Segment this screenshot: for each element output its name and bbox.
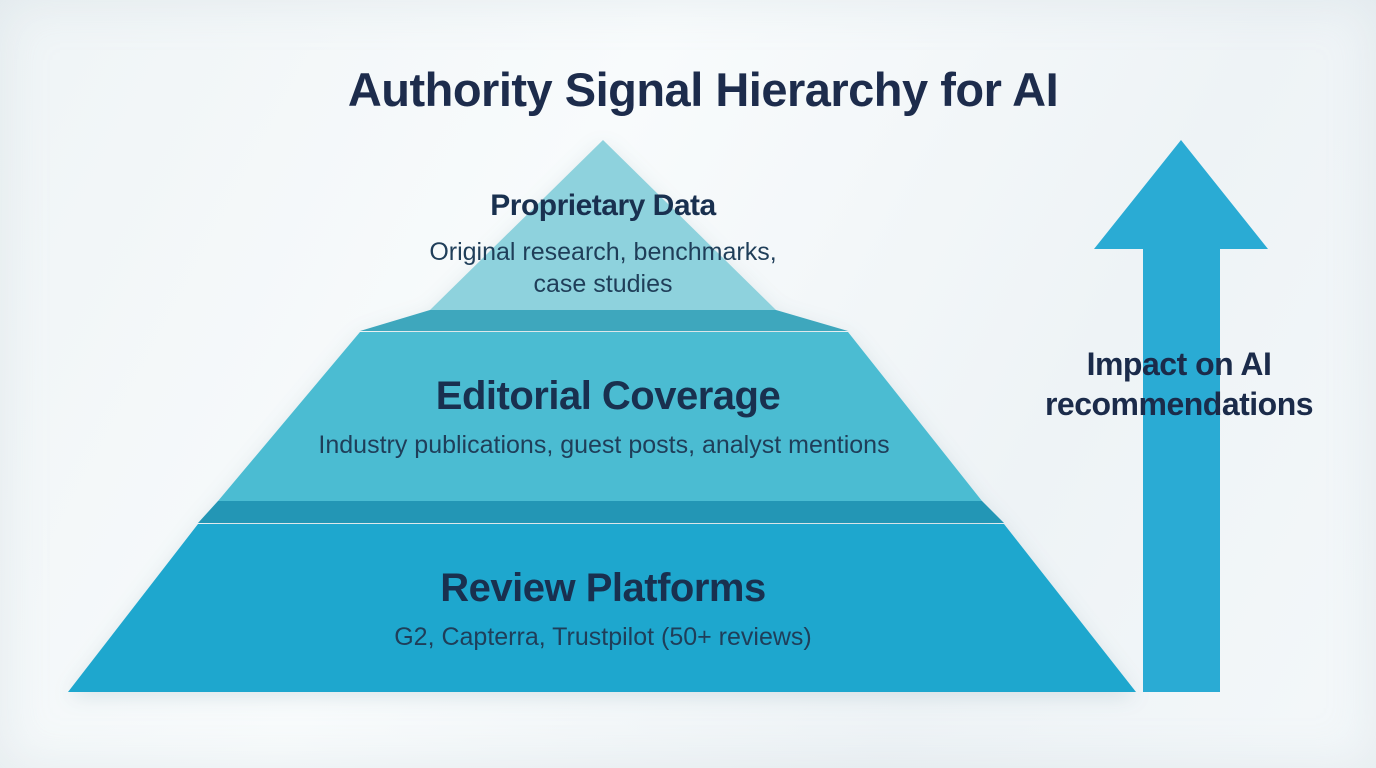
pyramid-tier1-shape	[430, 140, 776, 310]
tier1-description: Original research, benchmarks, case stud…	[429, 238, 777, 298]
tier3-title: Review Platforms	[440, 566, 766, 610]
tier1-title: Proprietary Data	[490, 189, 716, 222]
tier2-title: Editorial Coverage	[435, 374, 781, 418]
pyramid	[68, 140, 1136, 692]
up-arrow-icon	[1094, 140, 1268, 692]
pyramid-tier2-shape	[218, 332, 982, 501]
arrow-label: Impact on AI recommendations	[1044, 346, 1314, 422]
tier3-description: G2, Capterra, Trustpilot (50+ reviews)	[394, 623, 812, 651]
page-title: Authority Signal Hierarchy for AI	[347, 63, 1059, 116]
pyramid-tier2-bevel	[198, 501, 1004, 523]
pyramid-tier3-shape	[68, 524, 1136, 692]
tier2-description: Industry publications, guest posts, anal…	[318, 431, 890, 459]
pyramid-tier1-bevel	[360, 310, 848, 331]
